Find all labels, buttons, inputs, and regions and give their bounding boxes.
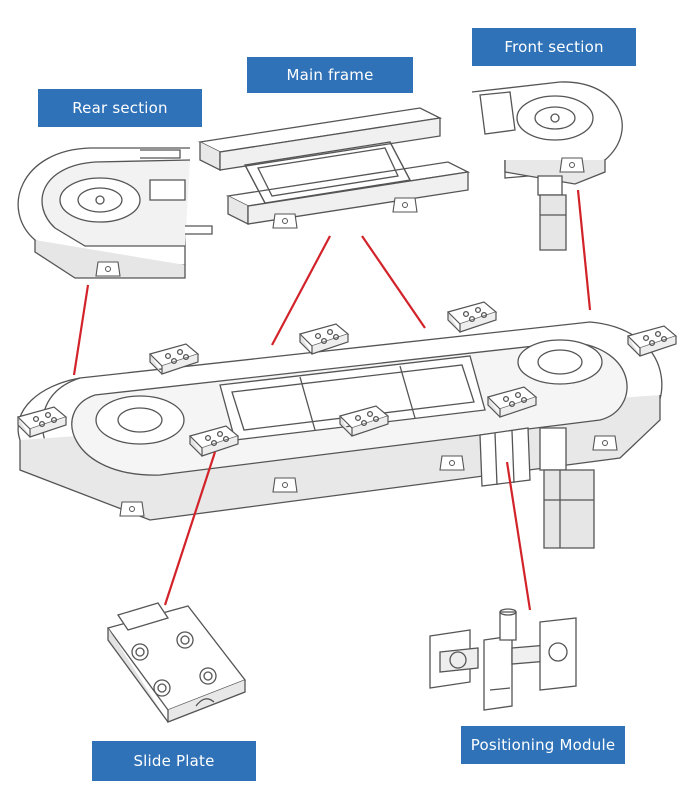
slide-plate-drawing <box>106 602 247 723</box>
main-frame-label: Main frame <box>247 57 413 93</box>
leader-positioning-module <box>505 461 532 611</box>
leader-main-frame-left <box>271 235 331 346</box>
leader-front-section <box>576 189 592 311</box>
leader-main-frame-right <box>361 235 426 329</box>
positioning-module-drawing <box>429 608 577 711</box>
rear-section-label: Rear section <box>38 89 202 127</box>
main-frame-drawing <box>197 107 471 229</box>
leader-rear-section <box>72 284 90 376</box>
leader-slide-plate <box>163 451 217 606</box>
positioning-module-label: Positioning Module <box>461 726 625 764</box>
main-assembly-drawing <box>17 301 677 549</box>
front-section-drawing <box>471 81 623 251</box>
front-section-label: Front section <box>472 28 636 66</box>
leader-lines <box>72 189 592 611</box>
slide-plate-label: Slide Plate <box>92 741 256 781</box>
rear-section-drawing <box>17 147 213 279</box>
